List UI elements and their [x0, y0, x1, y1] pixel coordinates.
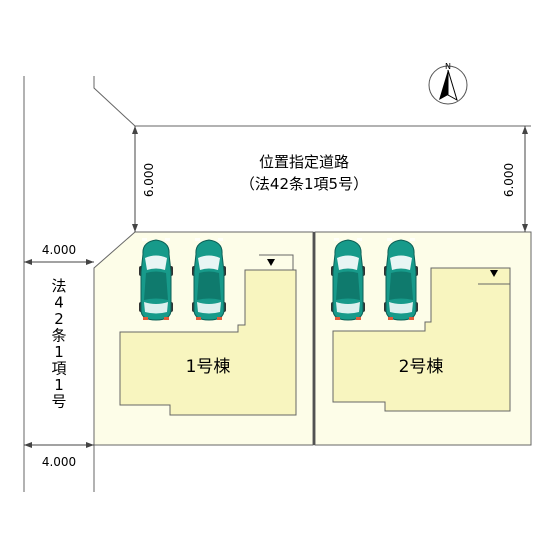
side-road-law-char: 1: [54, 343, 64, 361]
road-law-reference: （法42条1項5号）: [240, 175, 368, 193]
side-road-law-char: 1: [54, 376, 64, 394]
house-2-label: 2号棟: [399, 357, 444, 377]
car-icon: [384, 238, 418, 321]
side-road-law-char: 項: [51, 360, 66, 378]
road-edge-top: [93, 76, 531, 127]
compass-needle-light: [447, 69, 458, 102]
road-width-dimension-left: [132, 126, 138, 232]
house-1-label: 1号棟: [186, 357, 231, 377]
side-road-dimension-bottom: [24, 442, 94, 448]
entrance-marker-2: [490, 270, 498, 277]
road-width-dimension-right: [522, 126, 528, 232]
side-road-width-top-label: 4.000: [42, 243, 76, 257]
building-1: [119, 269, 297, 416]
building-2: [332, 267, 511, 412]
car-icon: [139, 238, 173, 321]
road-name: 位置指定道路: [259, 153, 349, 171]
car-icon: [192, 238, 226, 321]
road-width-right-label: 6.000: [502, 163, 516, 197]
side-road-law-char: 法: [51, 277, 66, 295]
entrance-notch-1: [259, 254, 294, 270]
road-width-left-label: 6.000: [142, 163, 156, 197]
side-road-law-char: 2: [54, 310, 64, 328]
north-compass: N: [428, 62, 468, 105]
side-road-law-char: 条: [51, 327, 66, 345]
side-road-dimension-top: [24, 259, 94, 265]
side-road-width-bottom-label: 4.000: [42, 455, 76, 469]
car-icon: [331, 238, 365, 321]
compass-north-label: N: [445, 62, 451, 71]
parking-spaces: [139, 238, 418, 321]
side-road-law-char: 4: [54, 294, 64, 312]
side-road-law-char: 号: [51, 393, 66, 411]
compass-needle-dark: [439, 70, 448, 100]
entrance-marker-1: [267, 259, 275, 266]
